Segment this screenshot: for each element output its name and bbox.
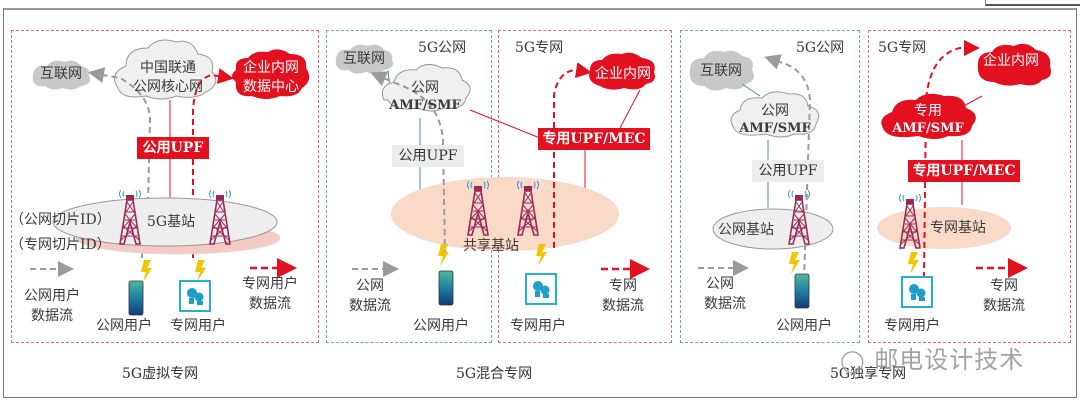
public-slice-ellipse [52,197,278,247]
legend-private-line1-3: 专网 [990,278,1018,294]
private-slice-label: （专网切片ID） [10,237,111,253]
core-network-line2: 公网核心网 [133,79,203,95]
window-edge [985,0,1080,6]
private-upf-box-2: 专用UPF/MEC [538,128,650,150]
legend-public-line1-3: 公网 [706,276,734,292]
internet-cloud-1 [32,60,90,90]
standalone-public-border [680,30,860,343]
public-bs-label: 公网基站 [718,222,774,238]
enterprise-cloud-3 [977,43,1051,86]
enterprise-label-3: 企业内网 [983,53,1039,69]
private-user-label-1: 专网用户 [170,318,226,334]
public-upf-box-2: 公用UPF [392,145,464,167]
caption-virtual: 5G虚拟专网 [122,366,199,382]
public-core-line1-3: 公网 [761,103,789,119]
enterprise-line2: 数据中心 [243,79,299,95]
shared-bs-label: 共享基站 [463,238,519,254]
caption-hybrid: 5G混合专网 [456,366,533,382]
shared-bs-ellipse [391,177,619,251]
internet-label-3: 互联网 [700,63,742,79]
caption-standalone: 5G独享专网 [830,366,907,382]
internet-label-2: 互联网 [343,51,385,67]
enterprise-cloud-2 [589,52,655,90]
legend-public-line1-2: 公网 [356,278,384,294]
core-cloud-1 [113,39,217,100]
legend-public-line2: 数据流 [31,308,73,324]
private-core-cloud-3 [881,93,976,139]
internet-cloud-2 [335,44,393,74]
legend-public-line2-3: 数据流 [704,296,746,312]
core-line1-2: 公网 [411,80,439,96]
public-upf-box-3: 公用UPF [752,160,824,182]
public-upf-box: 公用UPF [137,137,209,159]
legend-private-line2-2: 数据流 [602,298,644,314]
public-title-2: 5G公网 [418,40,467,56]
internet-cloud-3 [689,50,754,91]
standalone-private-border [868,30,1071,343]
enterprise-line1: 企业内网 [243,60,299,76]
private-core-line2-3: AMF/SMF [892,121,964,136]
private-core-line1-3: 专用 [914,103,942,119]
public-user-label-2: 公网用户 [413,318,469,334]
legend-private-line2: 数据流 [249,296,291,312]
private-bs-label: 专网基站 [930,220,986,236]
watermark: ◯ 邮电设计技术 [840,340,1024,375]
legend-public-line2-2: 数据流 [349,298,391,314]
internet-label-1: 互联网 [40,66,82,82]
core-network-line1: 中国联通 [140,60,196,76]
public-core-line2-3: AMF/SMF [739,121,811,136]
public-slice-label: （公网切片ID） [10,212,111,228]
wechat-icon: ◯ [840,349,866,374]
figure-frame [3,8,1077,398]
legend-private-line1-2: 专网 [609,278,637,294]
legend-public-line1: 公网用户 [24,288,80,304]
legend-private-line1: 专网用户 [242,276,298,292]
watermark-text: 邮电设计技术 [874,346,1025,374]
virtual-panel-border [11,30,319,343]
private-title-2: 5G专网 [515,40,564,56]
legend-private-line2-3: 数据流 [983,298,1025,314]
private-upf-box-3: 专用UPF/MEC [908,160,1020,182]
enterprise-label-2: 企业内网 [595,66,651,82]
public-user-label-3: 公网用户 [776,318,832,334]
private-user-label-3: 专网用户 [884,318,940,334]
public-title-3: 5G公网 [796,40,845,56]
public-core-cloud-3 [730,91,820,138]
core-cloud-2 [381,64,471,112]
private-bs-ellipse [877,207,1011,249]
private-user-label-2: 专网用户 [510,318,566,334]
core-line2-2: AMF/SMF [389,98,461,113]
enterprise-cloud-1 [232,49,310,99]
private-title-3: 5G专网 [878,40,927,56]
base-station-label-1: 5G基站 [147,214,196,230]
public-user-label-1: 公网用户 [96,318,152,334]
